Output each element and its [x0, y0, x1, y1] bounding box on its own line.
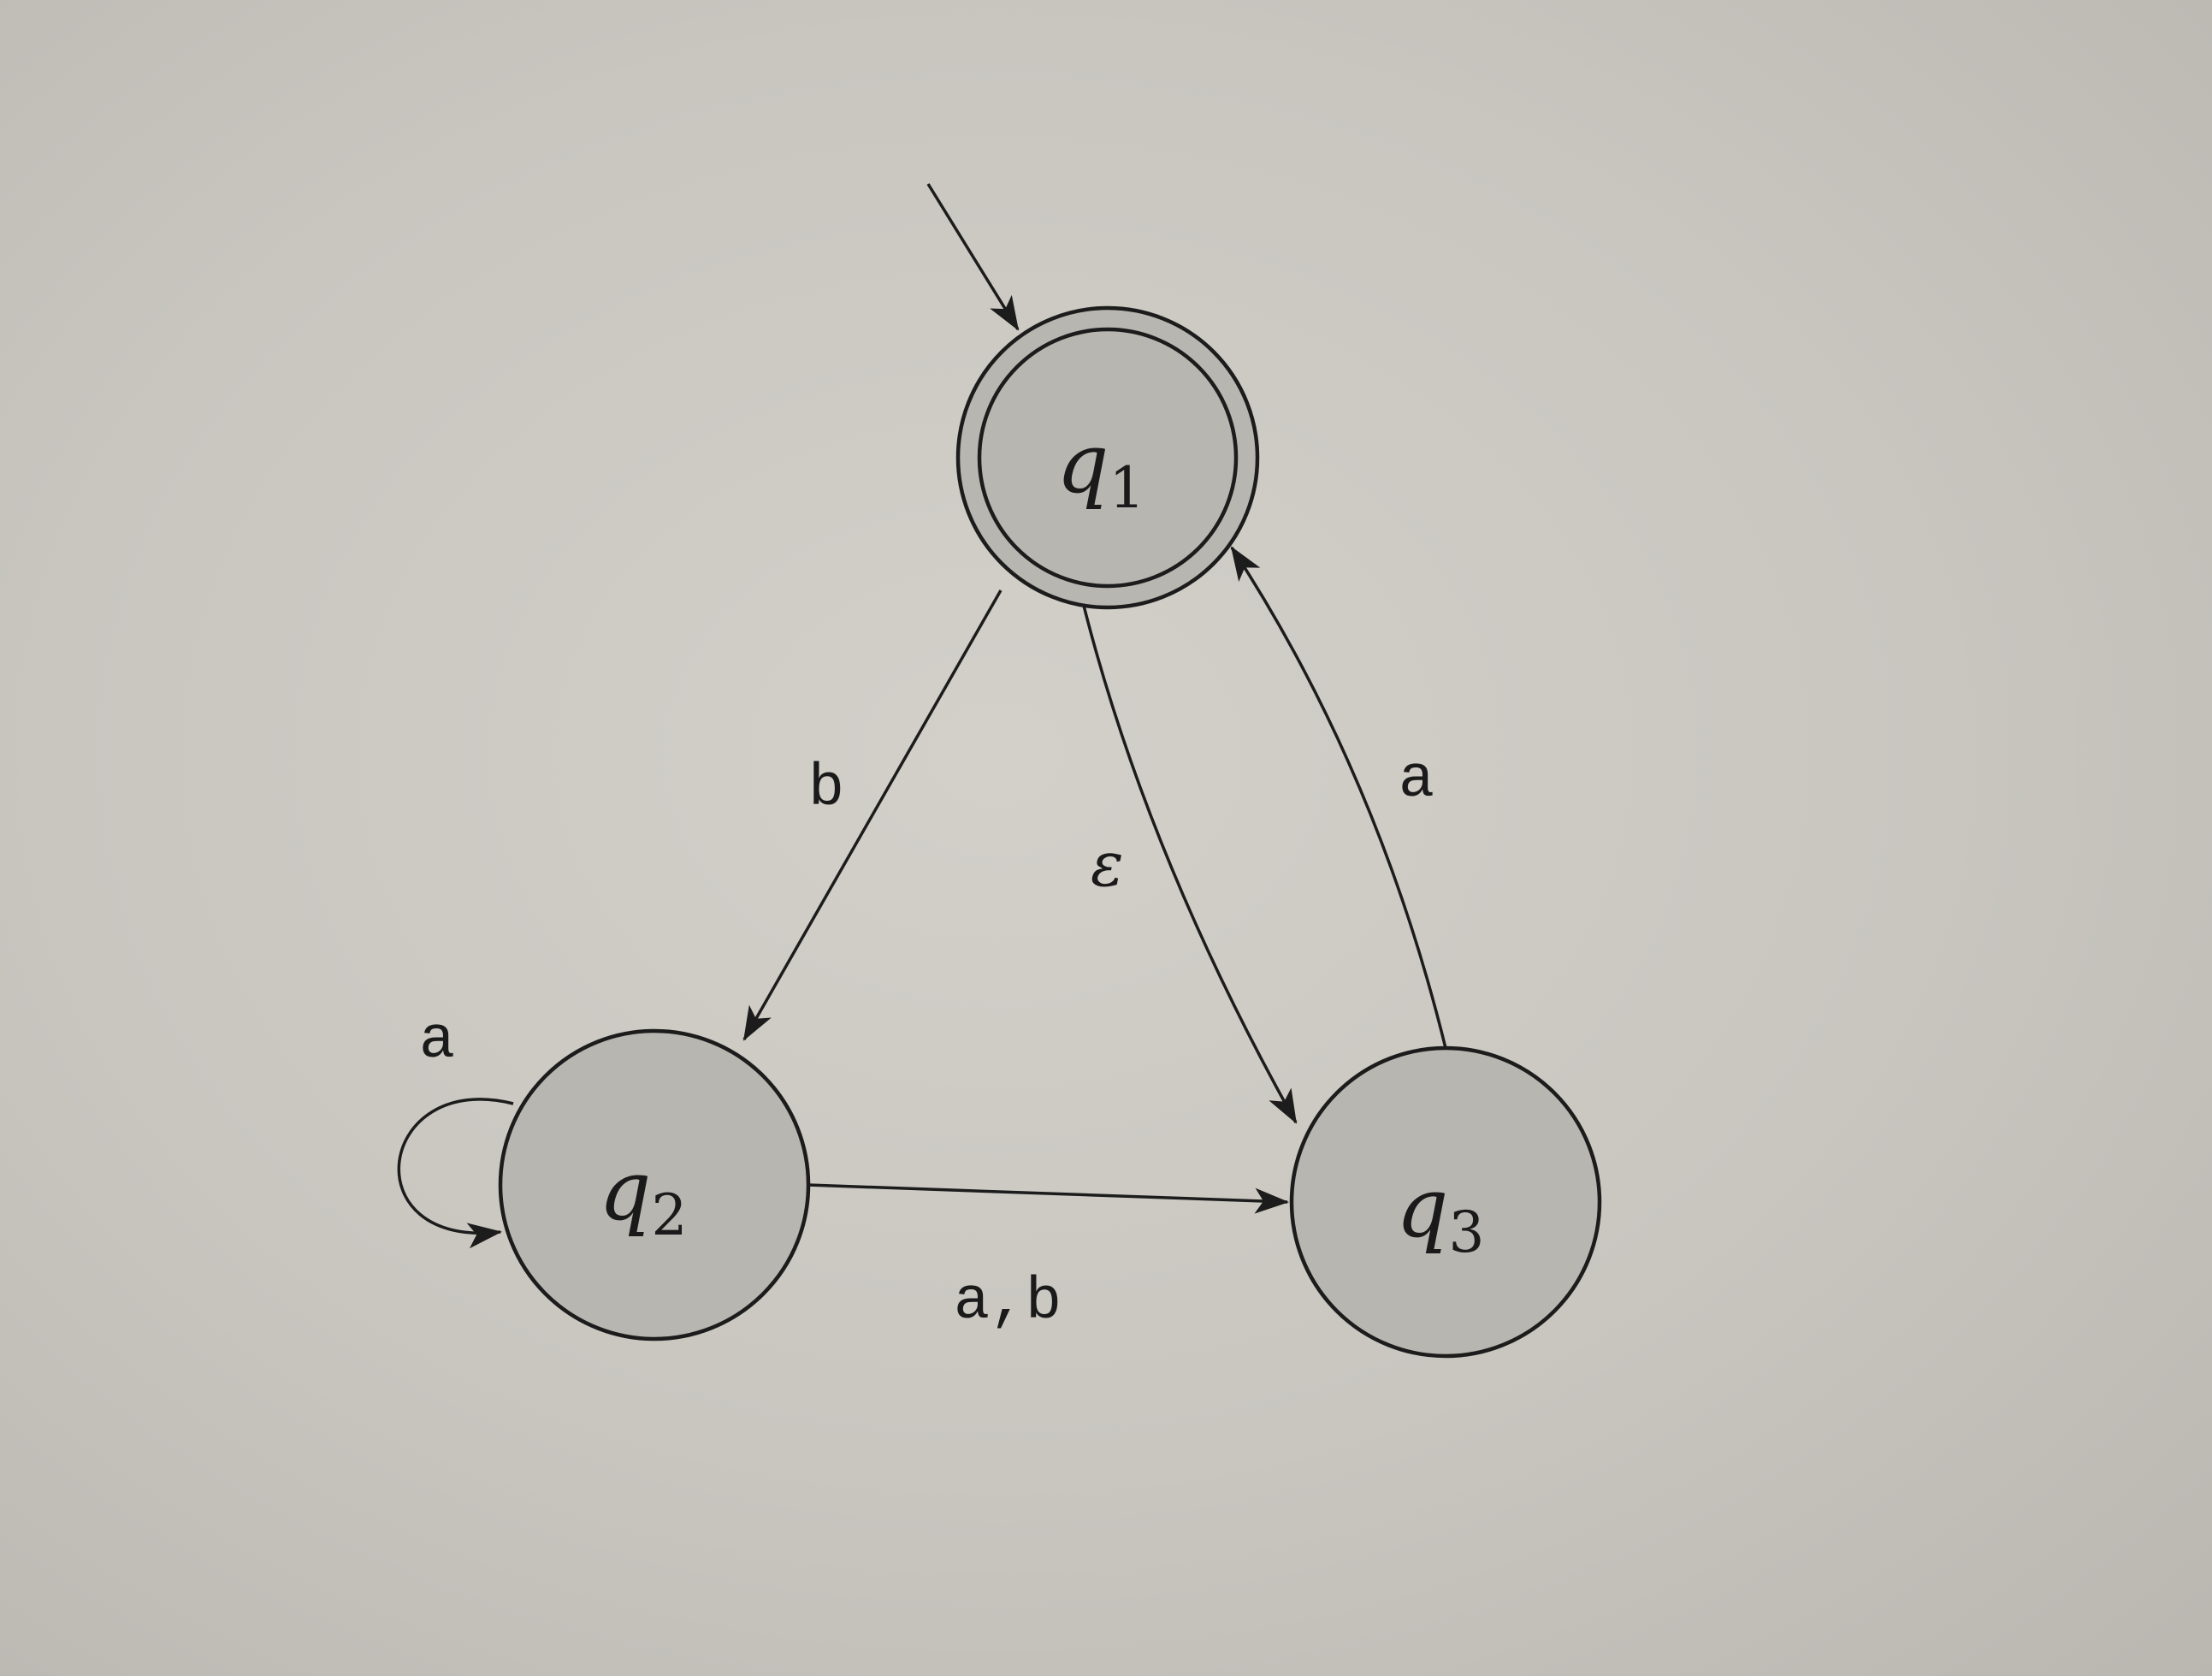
state-q1-name: q [1056, 416, 1109, 512]
state-q2: q2 [498, 1028, 811, 1341]
transition-q2-q2 [397, 1098, 514, 1249]
label-q1-q2: b [808, 755, 844, 823]
label-q2-q3: a,b [954, 1269, 1062, 1336]
label-q1-q3: ε [1091, 828, 1124, 900]
start-arrow [926, 183, 1020, 331]
svg-text:q3: q3 [1396, 1160, 1484, 1265]
transition-q1-q3 [1080, 598, 1298, 1124]
transition-q3-q1 [1230, 546, 1447, 1049]
state-q3-subscript: 3 [1448, 1199, 1484, 1265]
transition-q1-q2 [742, 589, 1002, 1041]
transition-q2-q3 [807, 1183, 1289, 1214]
state-q3-name: q [1396, 1160, 1448, 1256]
state-q1: q1 [955, 305, 1260, 610]
state-q3: q3 [1289, 1045, 1602, 1359]
label-q3-q1: a [1399, 747, 1434, 814]
state-q2-name: q [599, 1143, 651, 1239]
state-q1-subscript: 1 [1109, 455, 1144, 521]
svg-text:q1: q1 [1056, 416, 1144, 521]
label-q2-q2: a [419, 1008, 455, 1075]
state-q2-subscript: 2 [651, 1182, 687, 1248]
svg-text:q2: q2 [599, 1143, 687, 1248]
